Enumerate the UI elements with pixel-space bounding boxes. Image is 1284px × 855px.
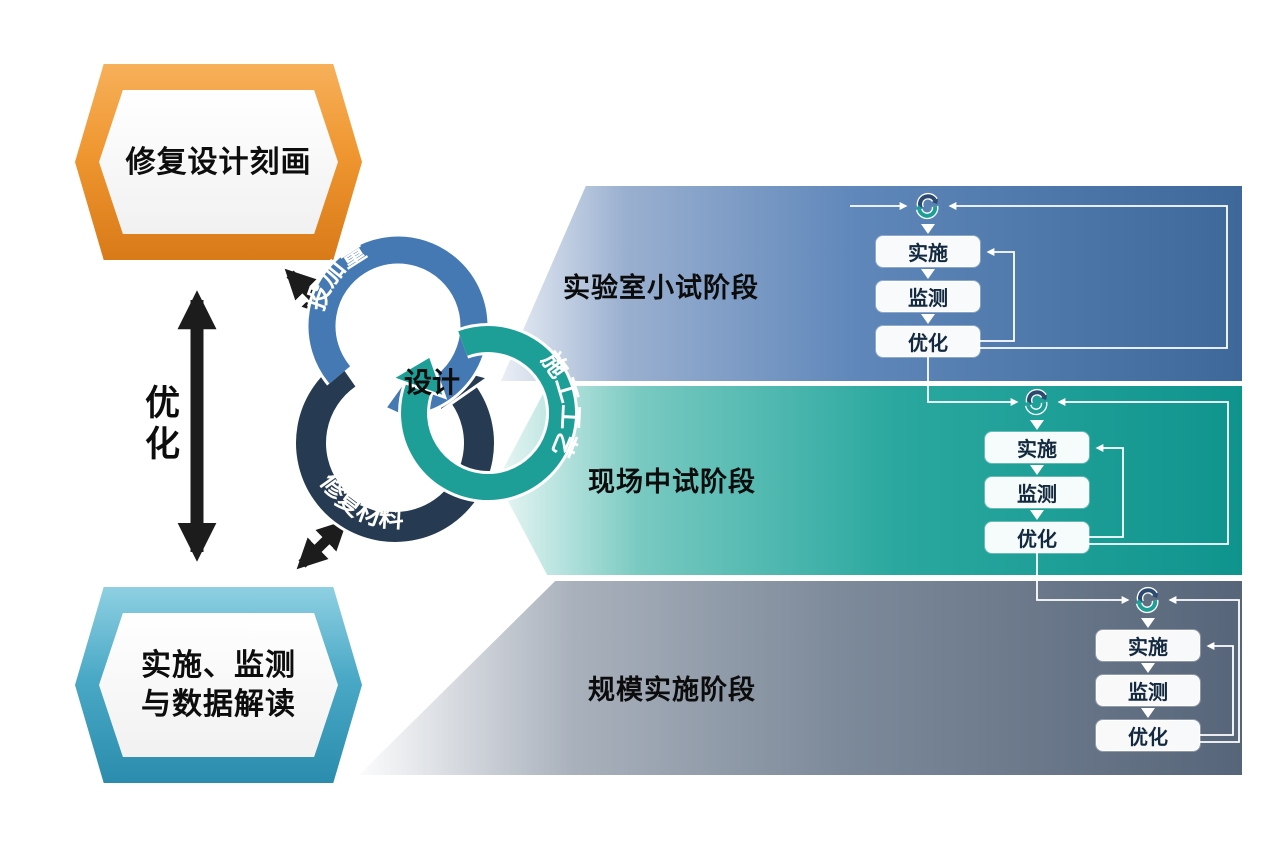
down-arrow-icon bbox=[921, 269, 935, 279]
link-arrow-bottom bbox=[296, 519, 348, 570]
flow-column-lab: 实施 监测 优化 bbox=[876, 190, 980, 357]
implementation-monitoring-box: 实施、监测 与数据解读 bbox=[75, 587, 362, 783]
design-center-label: 设计 bbox=[403, 367, 460, 398]
cycle-icon bbox=[912, 190, 944, 222]
stage-band-pilot bbox=[497, 386, 1242, 575]
down-arrow-icon bbox=[1141, 618, 1155, 628]
stage-label-lab: 实验室小试阶段 bbox=[563, 273, 759, 303]
step-optimize: 优化 bbox=[876, 326, 980, 357]
down-arrow-icon bbox=[1030, 420, 1044, 430]
step-implement: 实施 bbox=[985, 432, 1089, 463]
materials-ring-label: 修复材料 bbox=[314, 468, 404, 534]
flow-column-pilot: 实施 监测 优化 bbox=[985, 386, 1089, 553]
design-box-label: 修复设计刻画 bbox=[125, 145, 312, 179]
cycle-icon bbox=[1132, 584, 1164, 616]
step-monitor: 监测 bbox=[1096, 675, 1200, 706]
step-implement: 实施 bbox=[876, 236, 980, 267]
svg-text:修复材料: 修复材料 bbox=[314, 468, 404, 534]
stage-label-scale: 规模实施阶段 bbox=[588, 675, 756, 705]
link-arrow-top bbox=[284, 268, 334, 318]
down-arrow-icon bbox=[921, 224, 935, 234]
step-monitor: 监测 bbox=[985, 477, 1089, 508]
impl-box-line1: 实施、监测 bbox=[141, 649, 296, 682]
cycle-icon bbox=[1021, 386, 1053, 418]
down-arrow-icon bbox=[1030, 510, 1044, 520]
down-arrow-icon bbox=[1141, 663, 1155, 673]
step-implement: 实施 bbox=[1096, 630, 1200, 661]
design-characterization-box: 修复设计刻画 bbox=[75, 64, 362, 260]
down-arrow-icon bbox=[1030, 465, 1044, 475]
optimize-label: 优化 bbox=[140, 384, 179, 466]
down-arrow-icon bbox=[921, 314, 935, 324]
down-arrow-icon bbox=[1141, 708, 1155, 718]
step-monitor: 监测 bbox=[876, 281, 980, 312]
flow-column-scale: 实施 监测 优化 bbox=[1096, 584, 1200, 751]
step-optimize: 优化 bbox=[985, 522, 1089, 553]
impl-box-line2: 与数据解读 bbox=[141, 688, 296, 721]
step-optimize: 优化 bbox=[1096, 720, 1200, 751]
stage-label-pilot: 现场中试阶段 bbox=[588, 467, 756, 497]
